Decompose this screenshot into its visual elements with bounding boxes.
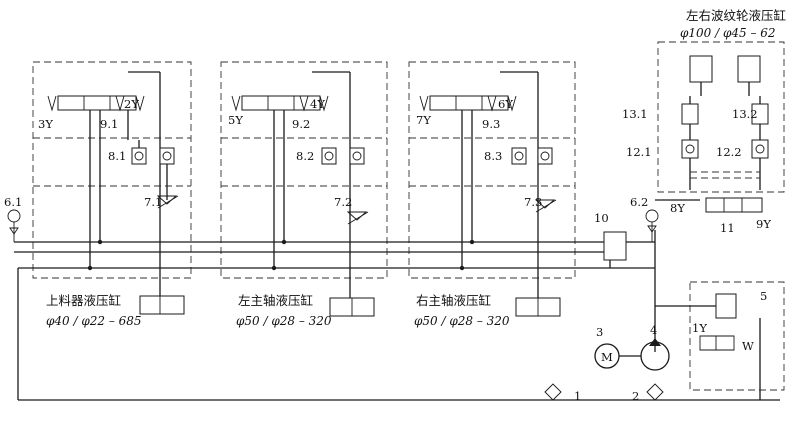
pump-group	[544, 231, 737, 401]
label-left-spindle-spec: φ50 / φ28 – 320	[236, 314, 332, 328]
label-10: 10	[594, 211, 609, 225]
label-7-1: 7.1	[144, 195, 162, 209]
label-right-spindle-title: 右主轴液压缸	[416, 293, 491, 308]
label-left-spindle-title: 左主轴液压缸	[238, 293, 313, 308]
label-9-2: 9.2	[292, 117, 310, 131]
label-9-1: 9.1	[100, 117, 118, 131]
label-12-1: 12.1	[626, 145, 652, 159]
module-boundaries	[32, 41, 785, 391]
label-1y: 1Y	[692, 321, 707, 335]
module-right-spindle	[419, 71, 561, 317]
label-2y: 2Y	[124, 97, 139, 111]
label-7y: 7Y	[416, 113, 431, 127]
label-9-3: 9.3	[482, 117, 500, 131]
label-8-1: 8.1	[108, 149, 126, 163]
label-1: 1	[574, 389, 581, 403]
label-feeder-cyl-title: 上料器液压缸	[46, 293, 121, 308]
label-4y: 4Y	[310, 97, 325, 111]
label-feeder-cyl-spec: φ40 / φ22 – 685	[46, 314, 142, 328]
gauges	[7, 209, 659, 242]
label-w: W	[742, 339, 754, 353]
label-7-3: 7.3	[524, 195, 542, 209]
label-3y: 3Y	[38, 117, 53, 131]
label-13-1: 13.1	[622, 107, 648, 121]
label-wheel-cyl-spec: φ100 / φ45 – 62	[680, 26, 776, 40]
label-6-2: 6.2	[630, 195, 648, 209]
label-12-2: 12.2	[716, 145, 742, 159]
label-8-2: 8.2	[296, 149, 314, 163]
motor-label: M	[601, 350, 613, 364]
module-feeder	[47, 71, 185, 315]
label-4: 4	[650, 323, 657, 337]
label-13-2: 13.2	[732, 107, 758, 121]
label-3: 3	[596, 325, 603, 339]
label-6-1: 6.1	[4, 195, 22, 209]
label-2: 2	[632, 389, 639, 403]
label-8-3: 8.3	[484, 149, 502, 163]
main-lines	[14, 199, 780, 401]
label-5: 5	[760, 289, 767, 303]
label-8y: 8Y	[670, 201, 685, 215]
label-7-2: 7.2	[334, 195, 352, 209]
module-wheel-cylinders	[681, 55, 769, 213]
label-5y: 5Y	[228, 113, 243, 127]
label-wheel-cyl-title: 左右波纹轮液压缸	[686, 8, 786, 23]
label-9y: 9Y	[756, 217, 771, 231]
label-6y: 6Y	[498, 97, 513, 111]
label-11: 11	[720, 221, 735, 235]
label-right-spindle-spec: φ50 / φ28 – 320	[414, 314, 510, 328]
module-left-spindle	[231, 71, 375, 317]
